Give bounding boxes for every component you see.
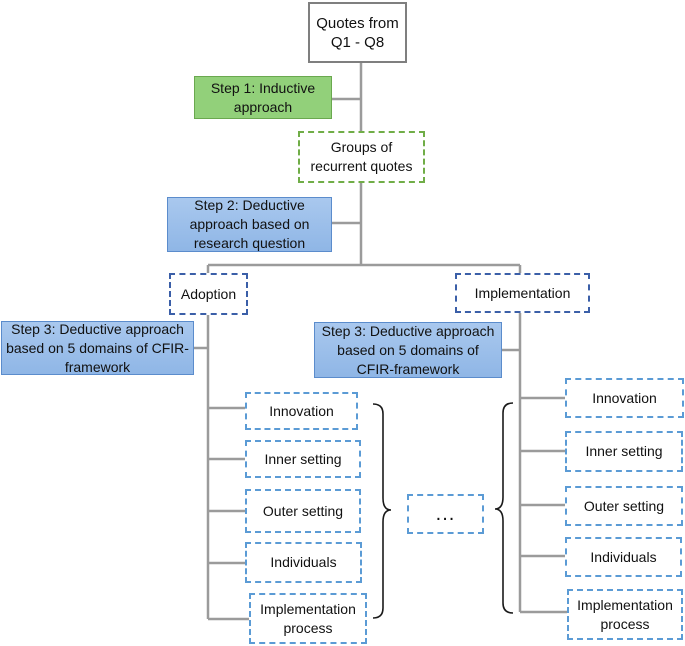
domain-left-implementation-process: Implementation process [249,593,367,644]
right-brace [494,402,514,614]
domain-right-innovation: Innovation [565,378,684,418]
domain-left-individuals: Individuals [245,542,362,583]
domain-right-inner-setting: Inner setting [565,431,683,472]
more-adoption-types-box: ... [407,494,484,534]
domain-left-inner-setting: Inner setting [245,440,361,478]
domain-right-individuals: Individuals [565,537,682,577]
step3-left-box: Step 3: Deductive approach based on 5 do… [1,321,194,375]
domain-left-outer-setting: Outer setting [245,489,361,533]
implementation-box: Implementation [455,273,590,313]
quotes-root-box: Quotes from Q1 - Q8 [308,2,407,63]
domain-right-implementation-process: Implementation process [567,589,683,640]
adoption-box: Adoption [169,273,248,315]
domain-right-outer-setting: Outer setting [565,486,683,526]
groups-box: Groups of recurrent quotes [298,131,425,183]
left-brace [372,403,392,619]
step2-box: Step 2: Deductive approach based on rese… [167,197,332,252]
step1-box: Step 1: Inductive approach [194,76,332,119]
domain-left-innovation: Innovation [245,392,358,430]
step3-right-box: Step 3: Deductive approach based on 5 do… [314,322,502,378]
